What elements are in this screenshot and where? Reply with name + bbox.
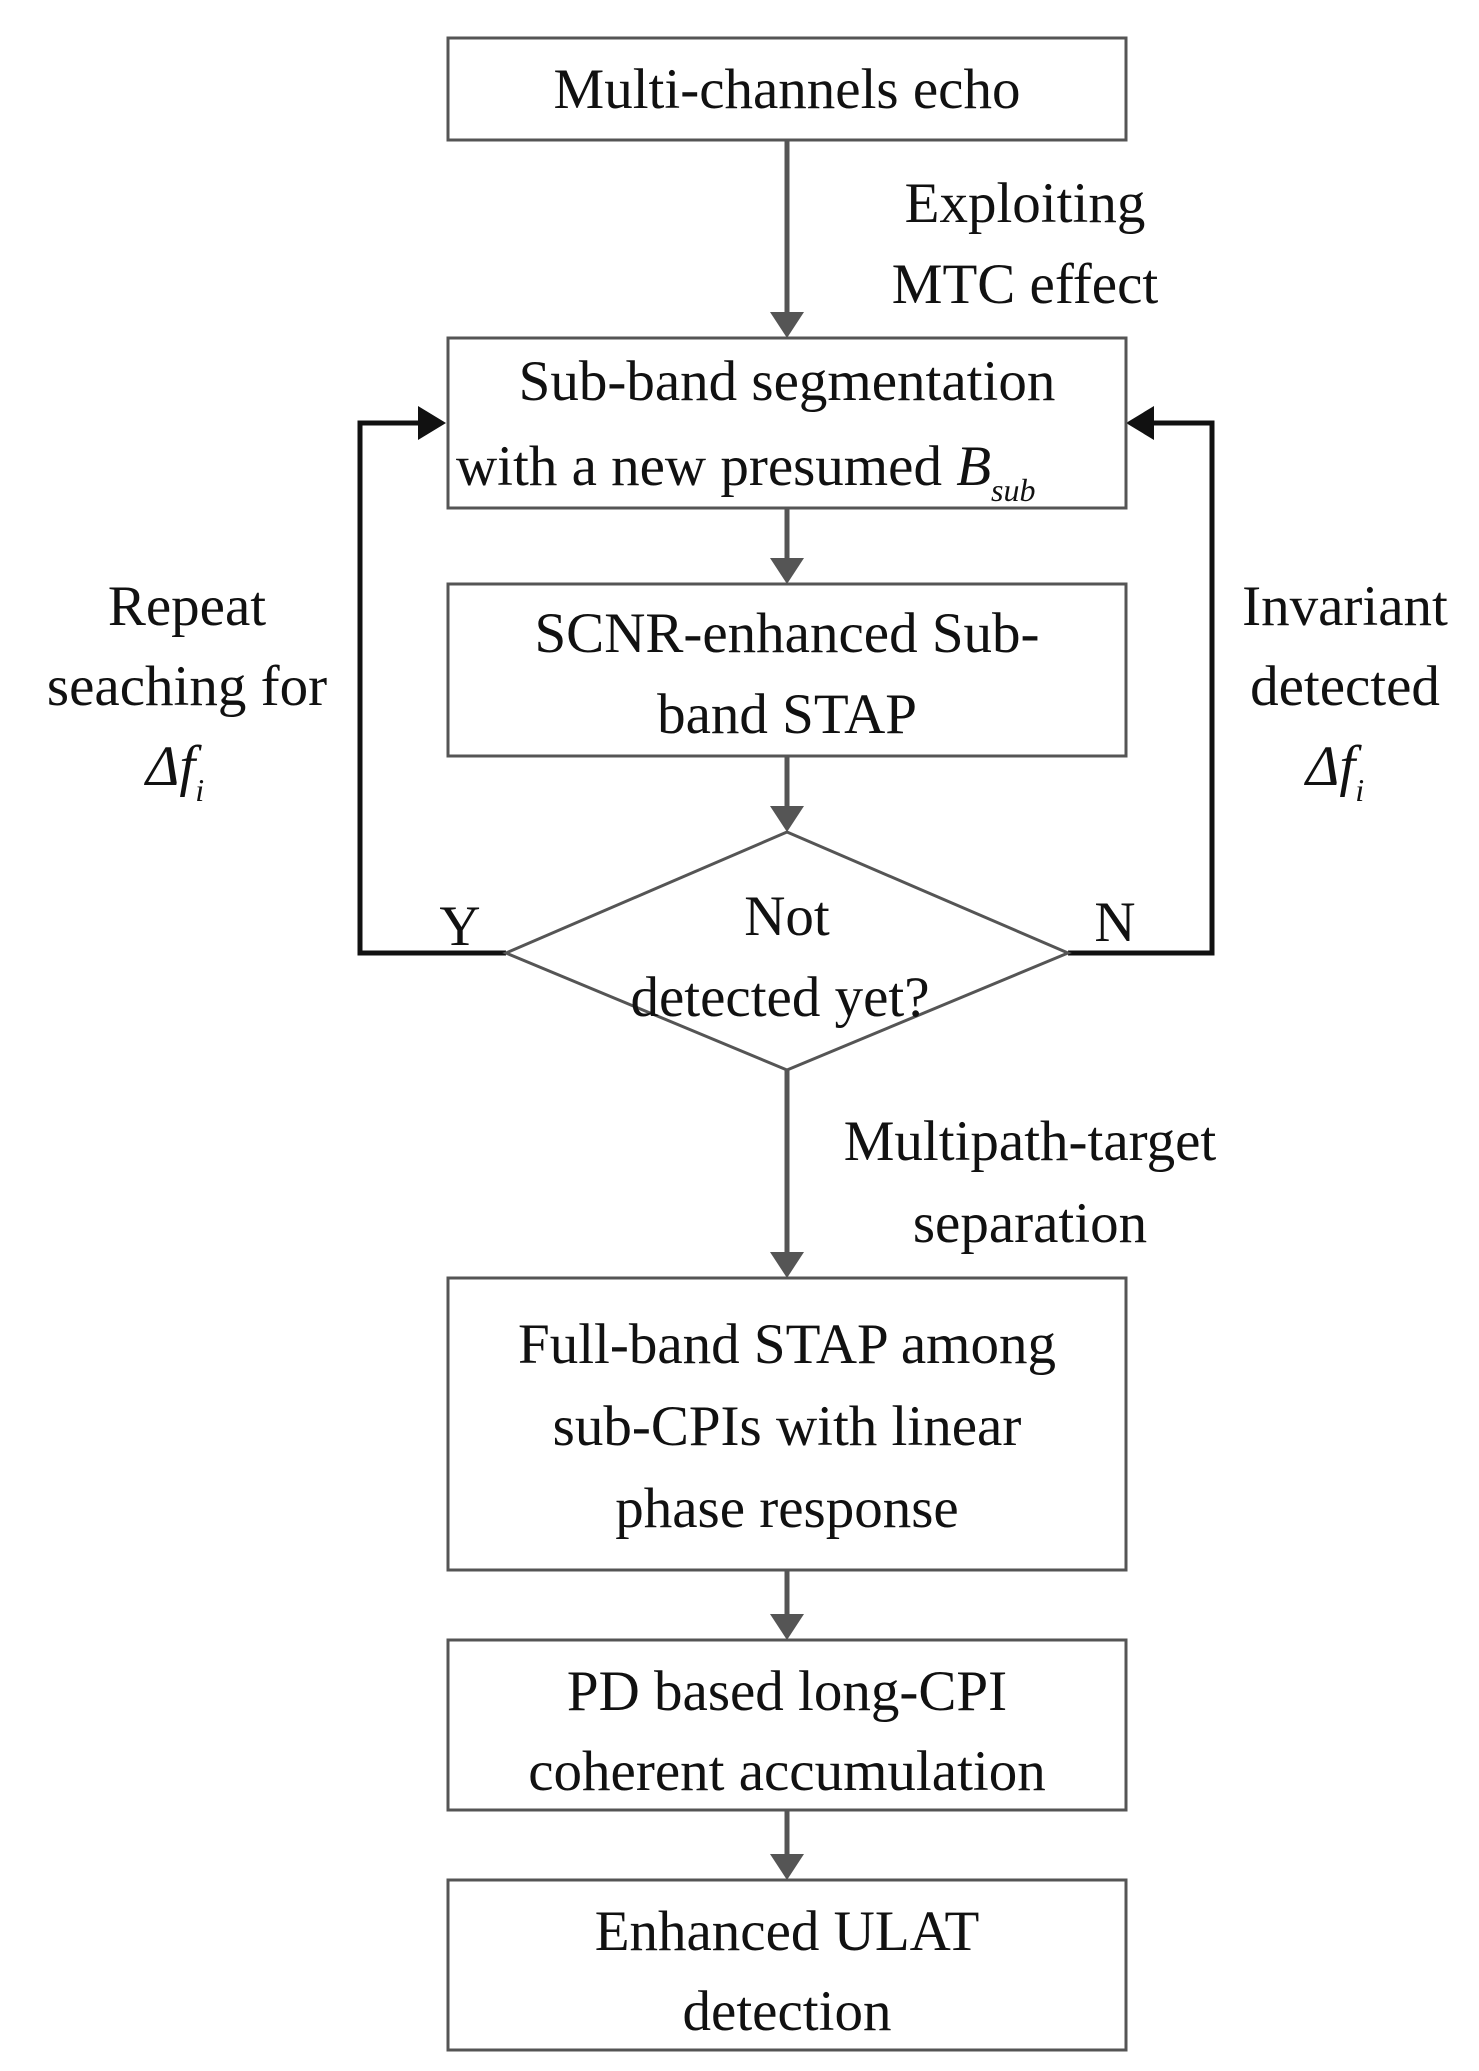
node-scnr-line2: band STAP bbox=[657, 683, 917, 746]
node-pd-line1: PD based long-CPI bbox=[567, 1660, 1007, 1723]
node-fullband-line1: Full-band STAP among bbox=[518, 1313, 1056, 1376]
right-delta-f-symbol: Δf bbox=[1304, 735, 1362, 798]
segmentation-b-subscript: sub bbox=[991, 472, 1035, 508]
right-note-line1: Invariant bbox=[1242, 575, 1448, 638]
left-note-line1: Repeat bbox=[108, 575, 266, 638]
node-decision-diamond bbox=[502, 830, 1072, 1072]
left-note-delta-f: Δfi bbox=[144, 735, 204, 808]
right-delta-f-subscript: i bbox=[1355, 772, 1364, 808]
node-enhanced-box bbox=[446, 1878, 1128, 2052]
node-enhanced-ulat-detection: Enhanced ULAT detection bbox=[446, 1878, 1128, 2052]
edge-separation-line1: Multipath-target bbox=[844, 1110, 1217, 1173]
node-scnr-enhanced-stap: SCNR-enhanced Sub- band STAP bbox=[446, 582, 1128, 758]
node-enhanced-line1: Enhanced ULAT bbox=[595, 1900, 980, 1963]
loop-yes-repeat bbox=[357, 420, 506, 956]
side-note-right-invariant: Invariant detected Δfi bbox=[1242, 575, 1448, 808]
flow-connectors bbox=[770, 140, 804, 1880]
arrowhead-loop-yes bbox=[418, 406, 446, 440]
left-delta-f-symbol: Δf bbox=[144, 735, 202, 798]
node-sub-band-segmentation: Sub-band segmentation with a new presume… bbox=[446, 336, 1128, 510]
node-enhanced-line2: detection bbox=[683, 1980, 892, 2043]
node-fullband-line2: sub-CPIs with linear bbox=[553, 1395, 1022, 1458]
arrowhead-decision bbox=[770, 806, 804, 832]
arrowhead-segmentation bbox=[770, 312, 804, 338]
node-pd-long-cpi: PD based long-CPI coherent accumulation bbox=[446, 1638, 1128, 1812]
node-echo-text: Multi-channels echo bbox=[554, 58, 1021, 121]
segmentation-line2-prefix: with a new presumed bbox=[456, 435, 956, 498]
node-echo-box bbox=[446, 36, 1128, 142]
node-pd-box bbox=[446, 1638, 1128, 1812]
node-scnr-line1: SCNR-enhanced Sub- bbox=[534, 602, 1039, 665]
edge-mtc-line2: MTC effect bbox=[892, 253, 1159, 316]
right-note-line2: detected bbox=[1250, 655, 1440, 718]
arrowhead-loop-no bbox=[1126, 406, 1154, 440]
node-scnr-box bbox=[446, 582, 1128, 758]
side-note-left-repeat: Repeat seaching for Δfi bbox=[47, 575, 327, 808]
edge-mtc-line1: Exploiting bbox=[905, 172, 1146, 235]
right-note-delta-f: Δfi bbox=[1304, 735, 1364, 808]
left-delta-f-subscript: i bbox=[195, 772, 204, 808]
node-decision-line1: Not bbox=[744, 885, 830, 948]
node-decision-line2: detected yet? bbox=[630, 966, 929, 1029]
node-fullband-box bbox=[446, 1276, 1128, 1572]
node-segmentation-line2: with a new presumed Bsub bbox=[456, 435, 1035, 508]
arrowhead-scnr bbox=[770, 558, 804, 584]
arrowhead-fullband bbox=[770, 1252, 804, 1278]
node-segmentation-line1: Sub-band segmentation bbox=[519, 350, 1056, 413]
node-multi-channels-echo: Multi-channels echo bbox=[446, 36, 1128, 142]
node-fullband-line3: phase response bbox=[615, 1477, 958, 1540]
node-decision-not-detected: Not detected yet? bbox=[502, 830, 1072, 1072]
arrowhead-enhanced bbox=[770, 1854, 804, 1880]
edge-separation-line2: separation bbox=[913, 1192, 1147, 1255]
loop-no-invariant bbox=[1068, 420, 1215, 956]
node-full-band-stap: Full-band STAP among sub-CPIs with linea… bbox=[446, 1276, 1128, 1572]
segmentation-b-symbol: B bbox=[956, 435, 991, 498]
edge-label-no: N bbox=[1094, 891, 1135, 954]
node-pd-line2: coherent accumulation bbox=[528, 1740, 1046, 1803]
feedback-loops bbox=[357, 406, 1215, 956]
left-note-line2: seaching for bbox=[47, 655, 327, 718]
edge-label-separation: Multipath-target separation bbox=[844, 1110, 1217, 1255]
edge-label-mtc: Exploiting MTC effect bbox=[892, 172, 1159, 316]
edge-label-yes: Y bbox=[439, 895, 480, 958]
arrowhead-pd bbox=[770, 1614, 804, 1640]
node-segmentation-box bbox=[446, 336, 1128, 510]
